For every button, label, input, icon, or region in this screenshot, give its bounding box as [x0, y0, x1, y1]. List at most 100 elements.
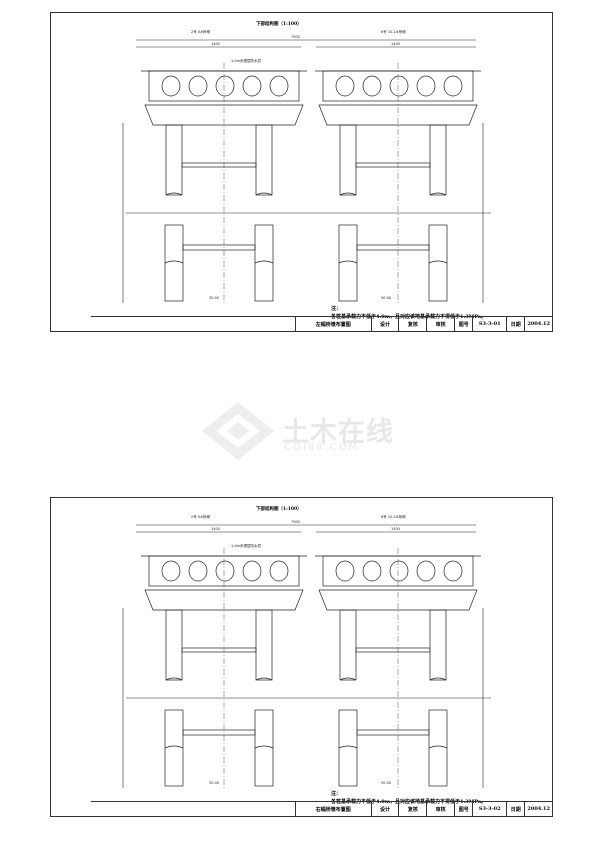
watermark-domain: COI88.COM	[284, 442, 360, 453]
left-dimension: 1400	[211, 42, 220, 46]
pile-break-mark	[338, 260, 358, 264]
title-block-blank	[91, 317, 295, 331]
pile-tie-beam	[356, 244, 430, 251]
pile-break-mark	[254, 745, 274, 749]
pile	[338, 224, 358, 302]
bridge-elevation-drawing-2	[122, 524, 491, 788]
total-dimension: 7900	[291, 520, 300, 524]
drawing-name: 左幅桥墩布置图	[295, 317, 370, 331]
drawing-sheet-1: 下部结构图（1:100） 2号 0#桥墩 6号 10-2#桥墩 7900 140…	[50, 12, 553, 332]
girder-void	[335, 75, 355, 97]
girder-void	[389, 75, 409, 97]
pile-break-mark	[428, 260, 448, 264]
pier-column	[255, 609, 273, 681]
pile-tie-beam	[182, 729, 256, 736]
girder-void	[161, 75, 181, 97]
tie-beam	[355, 162, 431, 168]
girder-void	[215, 560, 235, 582]
right-dimension: 1400	[391, 42, 400, 46]
approve-label: 审核	[426, 802, 454, 816]
column-break-mark	[429, 677, 447, 681]
pier-column	[339, 124, 357, 196]
girder-void	[362, 560, 382, 582]
girder-void	[389, 560, 409, 582]
girder-void	[416, 75, 436, 97]
drawing-name: 右幅桥墩布置图	[295, 802, 370, 816]
cap-beam	[144, 104, 304, 126]
cap-beam	[318, 589, 478, 611]
column-break-mark	[255, 192, 273, 196]
girder-void	[443, 560, 463, 582]
column-break-mark	[339, 192, 357, 196]
cap-beam	[318, 104, 478, 126]
column-break-mark	[165, 677, 183, 681]
pile-break-mark	[428, 745, 448, 749]
pile-tie-beam	[356, 729, 430, 736]
right-dimension: 1400	[391, 527, 400, 531]
pile	[254, 224, 274, 302]
pier-column	[165, 609, 183, 681]
note-label: 注：	[331, 791, 342, 797]
plan-title: 下部结构图（1:100）	[256, 22, 302, 27]
girder-void	[443, 75, 463, 97]
tie-beam	[355, 647, 431, 653]
pier-column	[429, 124, 447, 196]
pile-tie-beam	[182, 244, 256, 251]
girder-void	[215, 75, 235, 97]
girder-void	[188, 560, 208, 582]
ground-label-left: 30.00	[209, 296, 220, 300]
girder-void	[269, 75, 289, 97]
design-label: 设计	[370, 317, 399, 331]
pile-break-mark	[254, 260, 274, 264]
tie-beam	[181, 162, 257, 168]
girder-void	[269, 560, 289, 582]
review-label: 复核	[398, 802, 426, 816]
pile	[428, 224, 448, 302]
girder-void	[416, 560, 436, 582]
pile-break-mark	[338, 745, 358, 749]
approve-label: 审核	[426, 317, 454, 331]
pile	[164, 224, 184, 302]
column-break-mark	[255, 677, 273, 681]
pile	[338, 709, 358, 787]
note-text: 各桩基承载力不低于4.0m，且对应该地基承载力不得低于1.3MPa。	[331, 799, 487, 805]
girder-void	[242, 560, 262, 582]
tie-beam	[181, 647, 257, 653]
date-label: 日期	[506, 317, 524, 331]
ground-label-right: 30.00	[381, 781, 392, 785]
plan-title: 下部结构图（1:100）	[256, 507, 302, 512]
pile-break-mark	[164, 745, 184, 749]
pier-column	[165, 124, 183, 196]
drawing-sheet-2: 下部结构图（1:100） 2号 0#桥墩 6号 10-2#桥墩 7900 140…	[50, 497, 553, 817]
right-pier-label: 6号 10-2#桥墩	[381, 515, 406, 519]
column-break-mark	[339, 677, 357, 681]
date-value: 2004.12	[524, 802, 552, 816]
girder-void	[161, 560, 181, 582]
pile-break-mark	[164, 260, 184, 264]
ground-label-left: 30.00	[209, 781, 220, 785]
drawing-no-label: 图号	[454, 802, 472, 816]
date-value: 2004.12	[524, 317, 552, 331]
girder-void	[362, 75, 382, 97]
pier-column	[255, 124, 273, 196]
title-block: 左幅桥墩布置图 设计 复核 审核 图号 S3-3-01 日期 2004.12	[91, 316, 552, 331]
center-note: 1.0m渗透层防水层	[231, 59, 261, 63]
left-pier-label: 2号 0#桥墩	[191, 30, 210, 34]
center-note: 1.0m渗透层防水层	[231, 544, 261, 548]
pile	[164, 709, 184, 787]
pile	[254, 709, 274, 787]
bridge-elevation-drawing-1	[122, 39, 491, 303]
note-text: 各桩基承载力不低于4.0m，且对应该地基承载力不得低于1.3MPa。	[331, 314, 487, 320]
girder-void	[242, 75, 262, 97]
watermark: 土木在线 COI88.COM	[198, 398, 418, 464]
left-pier-label: 2号 0#桥墩	[191, 515, 210, 519]
right-pier-label: 6号 10-2#桥墩	[381, 30, 406, 34]
date-label: 日期	[506, 802, 524, 816]
left-dimension: 1400	[211, 527, 220, 531]
column-break-mark	[429, 192, 447, 196]
pile	[428, 709, 448, 787]
cap-beam	[144, 589, 304, 611]
girder-void	[188, 75, 208, 97]
design-label: 设计	[370, 802, 399, 816]
pier-column	[429, 609, 447, 681]
